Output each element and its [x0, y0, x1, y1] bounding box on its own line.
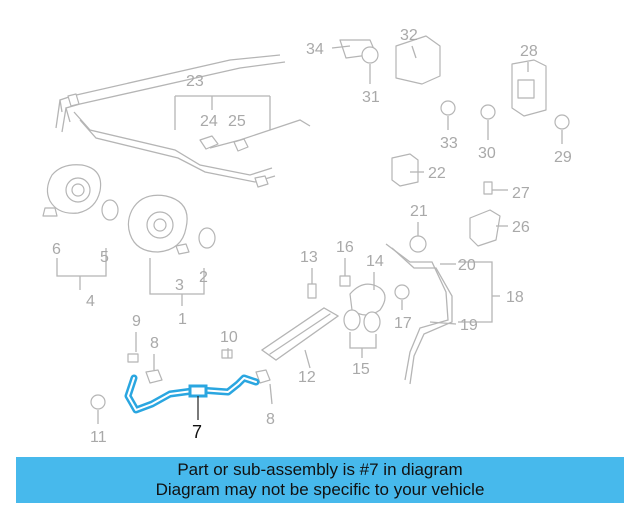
callout-27: 27 — [512, 185, 530, 202]
bolt-part-10 — [221, 349, 233, 359]
nut-part-11 — [90, 394, 106, 410]
callout-8b: 8 — [266, 411, 275, 428]
throttle-gasket-part — [198, 227, 216, 249]
egr-cooler-part-12 — [260, 307, 340, 361]
callout-22: 22 — [428, 165, 446, 182]
nut-part-30 — [480, 104, 496, 120]
nut-part-21 — [409, 235, 427, 253]
highlighted-pipe-part-7 — [124, 374, 260, 414]
callout-11: 11 — [90, 429, 107, 446]
clip-part-17 — [394, 284, 410, 300]
bolt-part-9 — [127, 353, 139, 363]
callout-12: 12 — [298, 369, 316, 386]
disclaimer-banner: Part or sub-assembly is #7 in diagram Di… — [16, 457, 624, 503]
banner-line-2: Diagram may not be specific to your vehi… — [155, 480, 485, 499]
bracket-part-32 — [395, 35, 441, 85]
banner-line-1: Part or sub-assembly is #7 in diagram — [177, 460, 463, 479]
pipe-part-14 — [349, 283, 386, 316]
sensor-part-28 — [511, 59, 547, 117]
callout-15: 15 — [352, 361, 370, 378]
callout-7: 7 — [192, 422, 202, 442]
callout-19: 19 — [460, 317, 478, 334]
callout-26: 26 — [512, 219, 530, 236]
callout-bracket-15 — [349, 332, 377, 358]
callout-17: 17 — [394, 315, 412, 332]
callout-21: 21 — [410, 203, 428, 220]
nut-part-33 — [440, 100, 456, 116]
callout-5: 5 — [100, 249, 109, 266]
callout-18: 18 — [506, 289, 524, 306]
callout-20: 20 — [458, 257, 476, 274]
bolt-part-16 — [339, 275, 351, 287]
callout-6: 6 — [52, 241, 61, 258]
callout-32: 32 — [400, 27, 418, 44]
gasket-part-8 — [145, 369, 271, 384]
callout-leaders — [97, 45, 563, 424]
parts-diagram: 1 2 3 4 5 6 7 8 8 9 10 11 12 13 14 15 16… — [42, 27, 572, 446]
gasket-part-15 — [343, 309, 381, 333]
callout-14: 14 — [366, 253, 384, 270]
callout-8a: 8 — [150, 335, 159, 352]
bracket-part-26 — [469, 209, 501, 247]
nut-part-29 — [554, 114, 570, 130]
throttle-body-part — [127, 194, 188, 253]
callout-33: 33 — [440, 135, 458, 152]
callout-16: 16 — [336, 239, 354, 256]
callout-2: 2 — [199, 269, 208, 286]
hose-pipe-assembly — [385, 243, 453, 385]
callout-bracket-18 — [458, 261, 500, 323]
bolt-part-3 — [175, 243, 190, 255]
bolt-part-27 — [483, 181, 493, 195]
vacuum-tube-assembly — [55, 54, 311, 188]
callout-31: 31 — [362, 89, 380, 106]
callout-34: 34 — [306, 41, 324, 58]
solenoid-part-22 — [391, 153, 419, 187]
turbo-gasket-part — [101, 199, 119, 221]
bracket-part-34 — [339, 39, 379, 64]
turbo-housing-part — [46, 164, 102, 214]
callout-30: 30 — [478, 145, 496, 162]
bolt-part-6 — [42, 207, 58, 217]
callout-bracket-4 — [56, 248, 107, 290]
callout-bracket-1 — [149, 258, 205, 306]
callout-3: 3 — [175, 277, 184, 294]
callout-23: 23 — [186, 73, 204, 90]
bolt-part-13 — [307, 283, 317, 299]
callout-9: 9 — [132, 313, 141, 330]
callout-13: 13 — [300, 249, 318, 266]
callout-1: 1 — [178, 311, 187, 328]
callout-29: 29 — [554, 149, 572, 166]
callout-10: 10 — [220, 329, 238, 346]
callout-bracket-23 — [174, 95, 271, 130]
callout-4: 4 — [86, 293, 95, 310]
callout-25: 25 — [228, 113, 246, 130]
callout-24: 24 — [200, 113, 218, 130]
callout-28: 28 — [520, 43, 538, 60]
